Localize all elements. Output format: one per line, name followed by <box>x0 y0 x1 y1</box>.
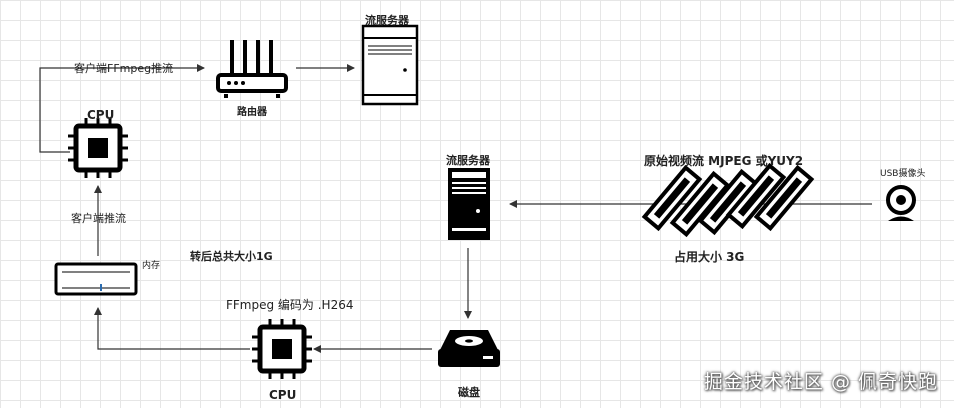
cpu-icon <box>68 118 128 178</box>
label-stream-server-top: 流服务器 <box>365 14 409 27</box>
watermark: 掘金技术社区 @ 佩奇快跑 <box>703 371 938 393</box>
label-client-ffmpeg-push: 客户端FFmpeg推流 <box>74 62 174 75</box>
arrow-cpu-to-router <box>39 64 205 153</box>
memory-icon <box>54 262 138 296</box>
label-router: 路由器 <box>237 107 267 118</box>
label-size-3g: 占用大小 3G <box>674 250 745 264</box>
label-cpu-top: CPU <box>87 108 115 122</box>
label-usb-camera: USB摄像头 <box>880 169 926 179</box>
label-disk: 磁盘 <box>458 386 480 399</box>
label-raw-video: 原始视频流 MJPEG 或YUY2 <box>644 154 804 168</box>
disk-icon <box>438 330 500 367</box>
label-memory: 内存 <box>142 261 161 271</box>
cpu-icon <box>252 319 312 379</box>
label-stream-server-mid: 流服务器 <box>446 154 490 167</box>
server-icon <box>448 168 490 240</box>
webcam-icon <box>886 185 916 221</box>
label-client-push: 客户端推流 <box>71 212 126 225</box>
arrow-cpu-to-memory <box>94 307 250 350</box>
label-ffmpeg-encode: FFmpeg 编码为 .H264 <box>226 298 354 312</box>
router-icon <box>216 40 288 98</box>
film-strip-icon <box>642 163 814 237</box>
label-total-after-convert: 转后总共大小1G <box>190 250 273 263</box>
server-icon <box>361 24 419 106</box>
label-cpu-bottom: CPU <box>269 388 297 402</box>
